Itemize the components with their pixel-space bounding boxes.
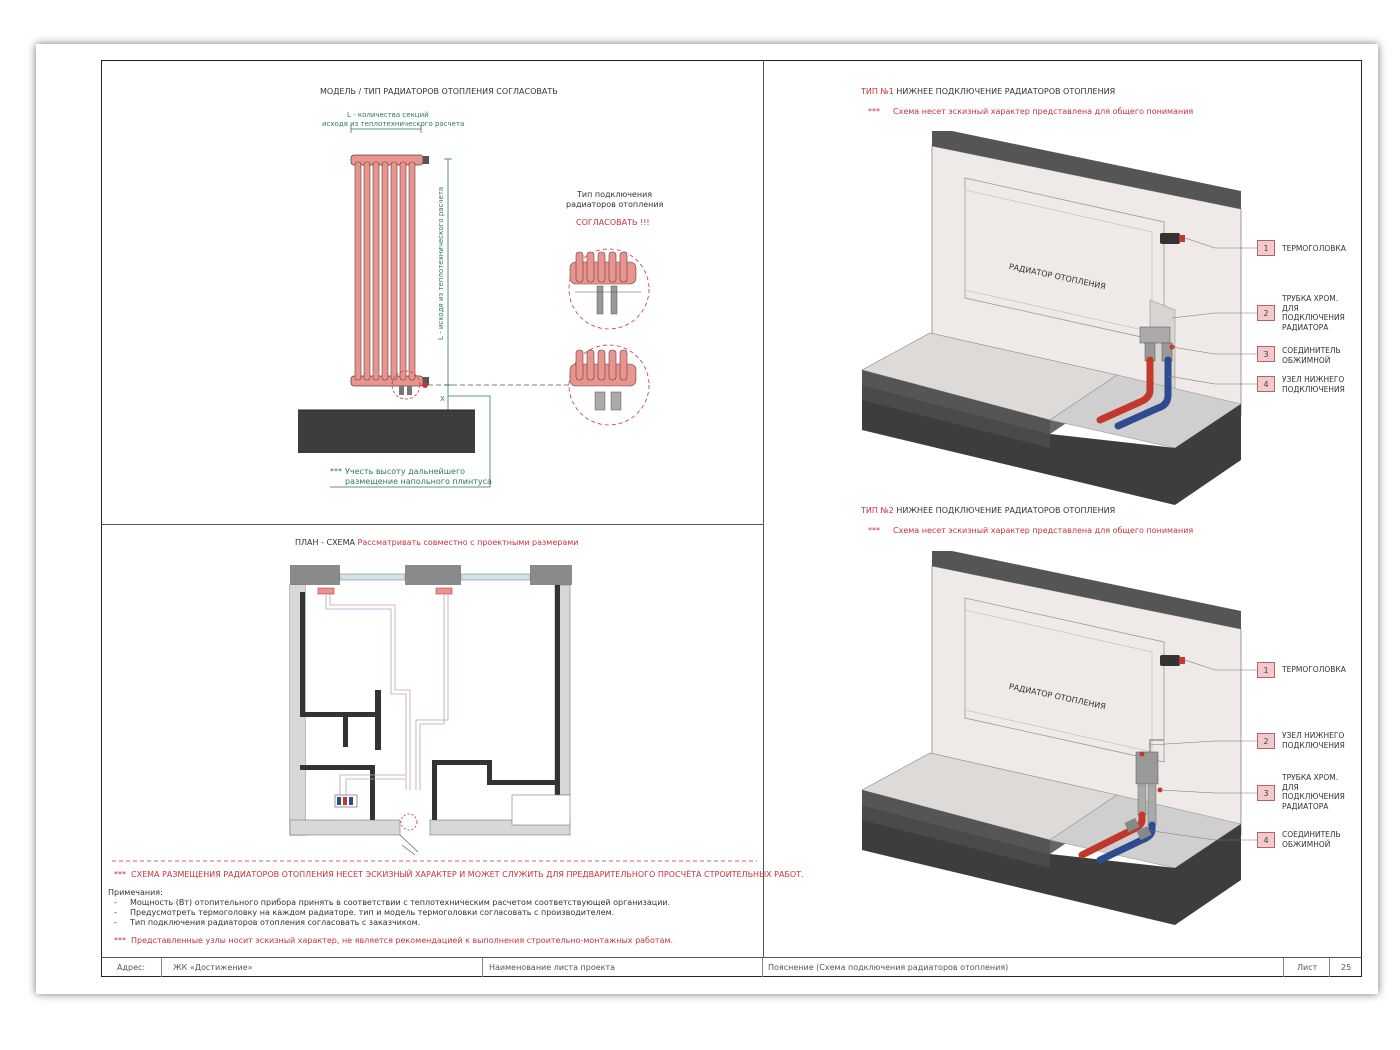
type1-legend-4-num: 4 xyxy=(1257,376,1275,392)
sheet-number: 25 xyxy=(1341,963,1352,972)
drawing-frame xyxy=(101,60,1362,977)
type1-subtitle: Схема несет эскизный характер представле… xyxy=(893,107,1194,116)
notes-item-2: Предусмотреть термоголовку на каждом рад… xyxy=(130,908,615,917)
type1-legend-3-num: 3 xyxy=(1257,346,1275,362)
notes-dash-3: - xyxy=(114,918,117,927)
type1-legend-1-line1: ТЕРМОГОЛОВКА xyxy=(1282,244,1346,253)
type1-stars: *** xyxy=(868,107,880,116)
tb-sep-5 xyxy=(1329,958,1330,977)
type2-legend-4-num: 4 xyxy=(1257,832,1275,848)
tb-sep-1 xyxy=(161,958,162,977)
connection-type-line1: Тип подключения xyxy=(577,190,653,199)
type1-legend-2-line3: ПОДКЛЮЧЕНИЯ xyxy=(1282,313,1345,322)
type2-legend-2-num: 2 xyxy=(1257,733,1275,749)
plinth-stars: *** xyxy=(330,467,342,476)
plan-note: СХЕМА РАЗМЕЩЕНИЯ РАДИАТОРОВ ОТОПЛЕНИЯ НЕ… xyxy=(131,870,804,879)
width-note-line1: L - количества секций xyxy=(347,111,429,119)
title-block: Адрес: ЖК «Достижение» Наименование лист… xyxy=(101,957,1362,977)
connection-type-line2: радиаторов отопления xyxy=(566,200,664,209)
notes-footer: Представленные узлы носит эскизный харак… xyxy=(131,936,674,945)
width-note-line2: исходя из теплотехнического расчета xyxy=(322,120,465,128)
x-dimension-mark: X xyxy=(440,395,445,403)
notes-dash-1: - xyxy=(114,898,117,907)
address-value: ЖК «Достижение» xyxy=(173,963,253,972)
type2-legend-3-line4: РАДИАТОРА xyxy=(1282,801,1329,811)
radiator-sections xyxy=(354,161,416,381)
type1-legend-2-num: 2 xyxy=(1257,305,1275,321)
type2-stars: *** xyxy=(868,526,880,535)
tb-sep-4 xyxy=(1283,958,1284,977)
type1-legend-1-num: 1 xyxy=(1257,240,1275,256)
type1-legend-3-line2: ОБЖИМНОЙ xyxy=(1282,355,1331,365)
type2-legend-4-line1: СОЕДИНИТЕЛЬ xyxy=(1282,830,1341,839)
type2-legend-3-line2: ДЛЯ xyxy=(1282,782,1299,792)
plan-note-stars: *** xyxy=(114,870,126,879)
notes-footer-stars: *** xyxy=(114,936,126,945)
type2-subtitle: Схема несет эскизный характер представле… xyxy=(893,526,1194,535)
sheet-label: Лист xyxy=(1297,963,1318,972)
agree-label: СОГЛАСОВАТЬ !!! xyxy=(576,218,650,227)
type2-legend-2-line2: ПОДКЛЮЧЕНИЯ xyxy=(1282,740,1345,750)
type1-legend-4-line1: УЗЕЛ НИЖНЕГО xyxy=(1282,375,1345,384)
type1-title: ТИП №1 НИЖНЕЕ ПОДКЛЮЧЕНИЕ РАДИАТОРОВ ОТО… xyxy=(861,87,1116,96)
type1-legend-2-line4: РАДИАТОРА xyxy=(1282,322,1329,332)
type1-legend-3-line1: СОЕДИНИТЕЛЬ xyxy=(1282,346,1341,355)
divider-horizontal xyxy=(101,524,763,525)
type2-title: ТИП №2 НИЖНЕЕ ПОДКЛЮЧЕНИЕ РАДИАТОРОВ ОТО… xyxy=(861,506,1116,515)
notes-heading: Примечания: xyxy=(108,888,163,897)
type1-legend-2-line2: ДЛЯ xyxy=(1282,303,1299,313)
type2-legend-4-line2: ОБЖИМНОЙ xyxy=(1282,839,1331,849)
sheet-description: Пояснение (Схема подключения радиаторов … xyxy=(768,963,1009,972)
type2-legend-3-line3: ПОДКЛЮЧЕНИЯ xyxy=(1282,792,1345,801)
type2-legend-3-num: 3 xyxy=(1257,785,1275,801)
tb-sep-3 xyxy=(762,958,763,977)
divider-vertical xyxy=(763,60,764,958)
type2-legend-2-line1: УЗЕЛ НИЖНЕГО xyxy=(1282,731,1345,740)
address-label: Адрес: xyxy=(117,963,146,972)
notes-item-3: Тип подключения радиаторов отопления сог… xyxy=(130,918,421,927)
type1-legend-4-line2: ПОДКЛЮЧЕНИЯ xyxy=(1282,384,1345,394)
plinth-note-line2: размещение напольного плинтуса xyxy=(345,477,492,486)
sheet-name: Наименование листа проекта xyxy=(489,963,616,972)
type1-legend-2-line1: ТРУБКА ХРОМ. xyxy=(1282,294,1339,303)
radiator-model-title: МОДЕЛЬ / ТИП РАДИАТОРОВ ОТОПЛЕНИЯ СОГЛАС… xyxy=(320,87,558,96)
type2-legend-3-line1: ТРУБКА ХРОМ. xyxy=(1282,773,1339,782)
notes-dash-2: - xyxy=(114,908,117,917)
notes-item-1: Мощность (Вт) отопительного прибора прин… xyxy=(130,898,671,907)
tb-sep-2 xyxy=(482,958,483,977)
plan-title: ПЛАН - СХЕМА Рассматривать совместно с п… xyxy=(295,538,579,547)
type2-legend-1-line1: ТЕРМОГОЛОВКА xyxy=(1282,665,1346,674)
type2-legend-1-num: 1 xyxy=(1257,662,1275,678)
plinth-note-line1: Учесть высоту дальнейшего xyxy=(345,467,466,476)
